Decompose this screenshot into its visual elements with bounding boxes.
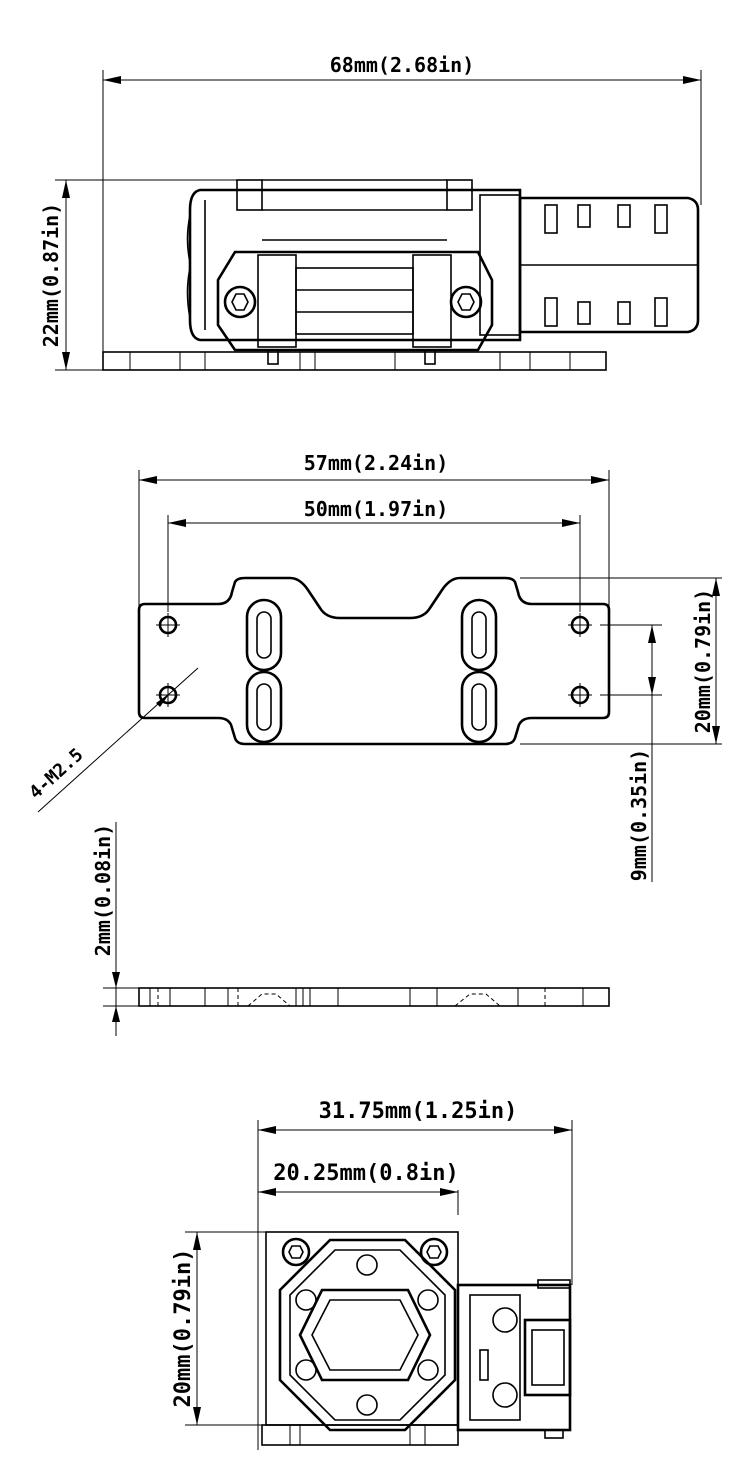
top-view: 68mm(2.68in) 22mm(0.87in) (39, 53, 702, 371)
hole-callout-label: 4-M2.5 (25, 744, 87, 803)
thickness-label: 2mm(0.08in) (91, 824, 115, 956)
servo-body (186, 179, 700, 365)
screw-holes (295, 1254, 439, 1416)
hole-offset-dimension: 9mm(0.35in) (600, 624, 662, 882)
overall-width-label: 31.75mm(1.25in) (319, 1099, 518, 1124)
overall-width-dimension: 31.75mm(1.25in) (257, 1099, 573, 1450)
length-dimension: 68mm(2.68in) (102, 53, 702, 370)
length-label: 68mm(2.68in) (330, 53, 475, 77)
plate-side-view: 2mm(0.08in) (91, 822, 610, 1036)
hole-offset-label: 9mm(0.35in) (627, 749, 651, 881)
hex-bolt-icon (419, 1237, 449, 1267)
plate-height-label: 20mm(0.79in) (691, 589, 715, 734)
outer-width-dimension: 57mm(2.24in) (138, 451, 610, 612)
body-height-dimension: 20mm(0.79in) (171, 1231, 300, 1426)
body-width-dimension: 20.25mm(0.8in) (258, 1161, 459, 1215)
height-dimension: 22mm(0.87in) (39, 179, 240, 371)
body-width-label: 20.25mm(0.8in) (273, 1161, 458, 1186)
outer-width-label: 57mm(2.24in) (304, 451, 449, 475)
gearbox-ribs (544, 204, 668, 327)
plate-view: 57mm(2.24in) 50mm(1.97in) (25, 451, 722, 882)
end-view: 31.75mm(1.25in) 20.25mm(0.8in) 20mm(0.79… (171, 1099, 573, 1450)
hole-spacing-label: 50mm(1.97in) (304, 497, 449, 521)
plate-height-dimension: 20mm(0.79in) (520, 577, 722, 745)
base-plate (102, 351, 607, 371)
thickness-dimension: 2mm(0.08in) (91, 822, 139, 1036)
servo-end-body (261, 1231, 572, 1446)
hex-bolt-icon (449, 285, 483, 319)
hex-bolt-icon (281, 1237, 311, 1267)
body-height-label: 20mm(0.79in) (171, 1249, 196, 1408)
mounting-plate-outline (137, 576, 611, 746)
hex-shaft-icon (298, 1288, 432, 1382)
mounting-holes (156, 613, 592, 707)
hole-spacing-dimension: 50mm(1.97in) (167, 497, 581, 612)
mounting-slots (245, 598, 498, 744)
hex-bolt-icon (223, 285, 257, 319)
height-label: 22mm(0.87in) (39, 203, 63, 348)
